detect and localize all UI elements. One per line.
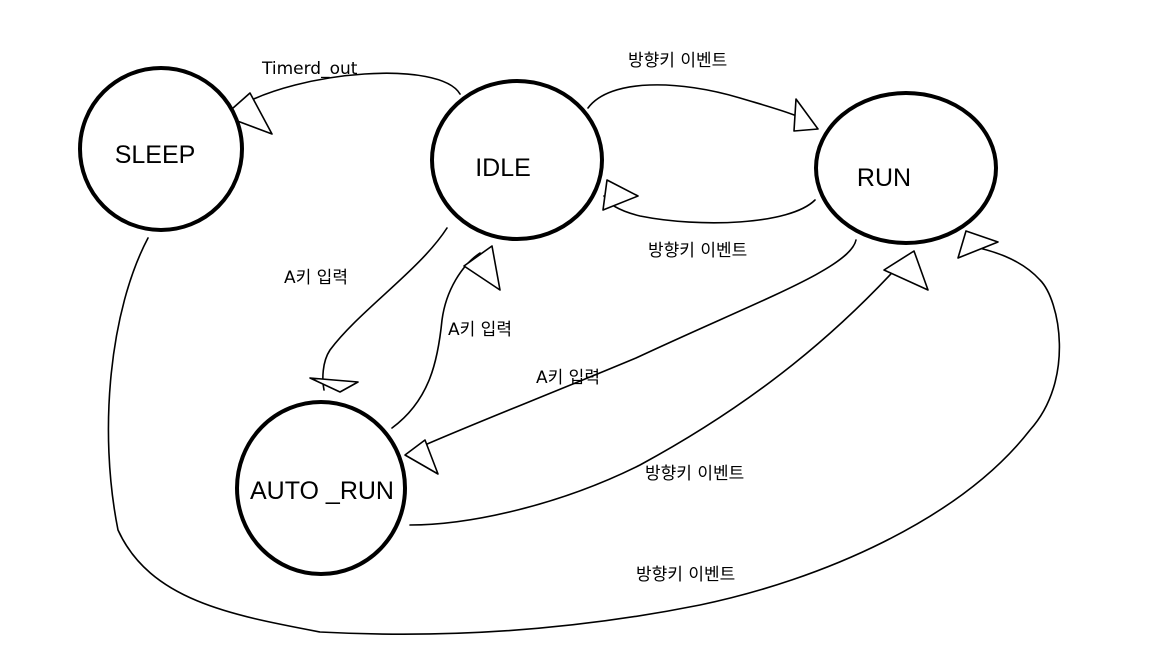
edge-run-to-auto-run [417,239,857,449]
edge-idle-to-run [587,84,816,129]
label-auto-run-to-idle: A키 입력 [448,320,512,340]
label-auto-run-to-run: 방향키 이벤트 [645,464,744,484]
edge-sleep-to-run [107,237,1061,635]
label-run-to-auto-run: A키 입력 [536,368,600,388]
state-run: RUN [814,91,998,245]
state-idle-label: IDLE [475,154,531,182]
state-run-label: RUN [857,164,911,192]
arrowhead-auto-run-to-idle [463,245,501,291]
arrowhead-run-to-auto-run [404,439,439,475]
label-run-to-idle: 방향키 이벤트 [648,241,747,261]
arrowhead-idle-to-auto-run [309,377,359,393]
state-sleep: SLEEP [78,66,244,232]
arrowhead-idle-to-run [793,98,819,132]
edge-auto-run-to-run [409,261,903,526]
label-idle-to-auto-run: A키 입력 [284,268,348,288]
arrowhead-idle-to-sleep [223,92,273,135]
state-sleep-circle [78,66,244,232]
state-auto-run-circle [235,400,407,576]
edge-idle-to-sleep [235,72,461,109]
state-idle-circle [430,79,604,241]
arrowhead-sleep-to-run [957,230,999,259]
label-idle-to-run: 방향키 이벤트 [628,51,727,71]
arrowhead-run-to-idle [602,179,639,211]
state-sleep-label: SLEEP [115,141,196,169]
state-idle: IDLE [430,79,604,241]
state-run-circle [814,91,998,245]
label-sleep-to-run: 방향키 이벤트 [636,565,735,585]
edge-auto-run-to-idle [391,252,481,429]
state-auto-run: AUTO _RUN [235,400,407,576]
edge-run-to-idle [603,195,816,224]
label-idle-to-sleep: Timerd_out [261,59,358,79]
arrowhead-auto-run-to-run [883,250,929,291]
state-auto-run-label: AUTO _RUN [250,477,394,505]
edge-idle-to-auto-run [322,227,448,391]
